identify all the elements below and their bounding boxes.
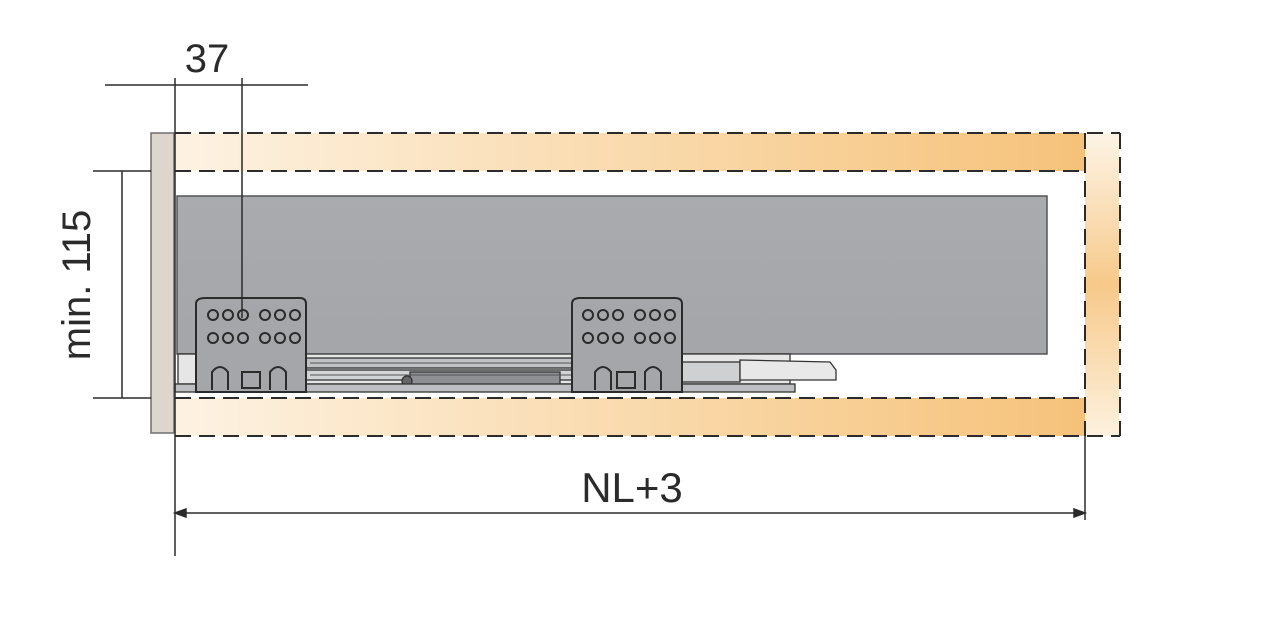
dimension-37 bbox=[105, 78, 308, 556]
cabinet-top-board bbox=[175, 133, 1085, 171]
dimension-min-115 bbox=[93, 170, 151, 399]
dimension-min-115-label: min. 115 bbox=[55, 210, 99, 360]
cabinet-outline bbox=[175, 132, 1121, 437]
rear-bracket bbox=[571, 297, 683, 393]
cabinet-back-panel bbox=[1085, 133, 1119, 436]
cabinet-bottom-board bbox=[175, 398, 1085, 436]
front-bracket bbox=[195, 297, 307, 393]
drawer-front-panel bbox=[150, 132, 175, 434]
dimension-nl-plus-3-label: NL+3 bbox=[581, 464, 683, 511]
dimension-37-label: 37 bbox=[185, 37, 230, 81]
runner-rail bbox=[174, 353, 837, 393]
dimension-nl-plus-3 bbox=[172, 436, 1088, 520]
